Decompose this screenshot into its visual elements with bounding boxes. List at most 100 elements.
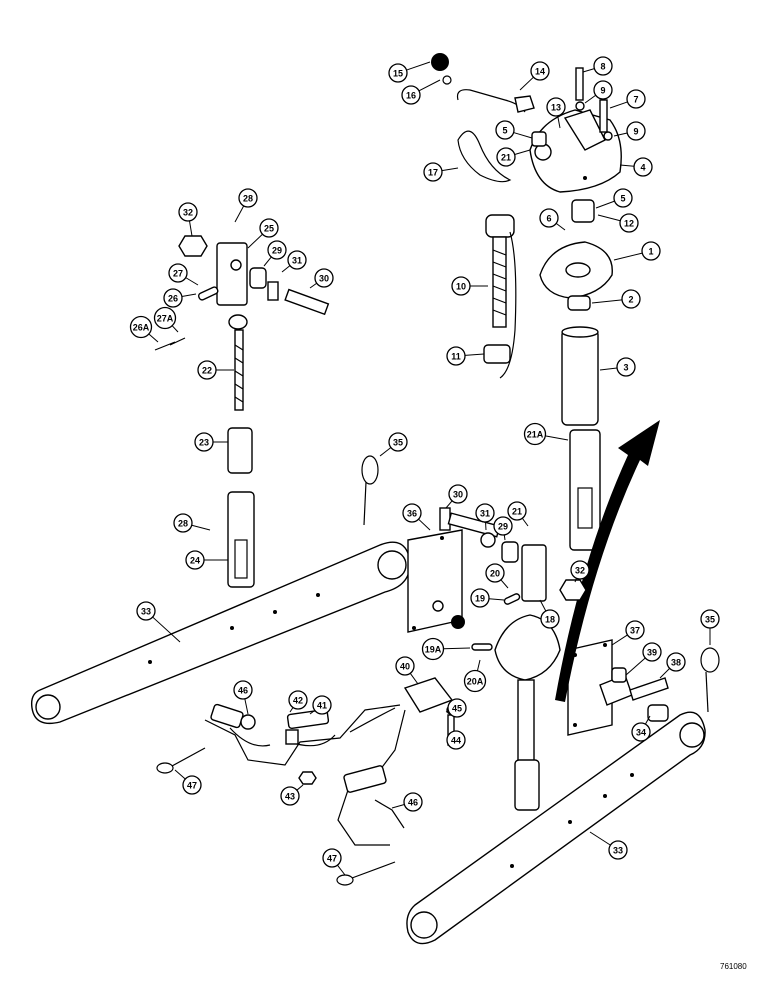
- callout-label: 21: [512, 507, 522, 517]
- callout-leader: [185, 277, 199, 286]
- callout-leader: [418, 79, 441, 92]
- callout-circle: [608, 840, 628, 860]
- bolt-30-center: [439, 507, 519, 563]
- callout-leader: [191, 524, 211, 531]
- callout-circle: [163, 288, 183, 308]
- callout-label: 11: [451, 352, 461, 362]
- callout-circle: [626, 89, 646, 109]
- callout-circle: [641, 241, 661, 261]
- callout-leader: [609, 101, 628, 109]
- callout-label: 19: [475, 594, 485, 604]
- callout-19: 19: [470, 588, 505, 608]
- callout-leader: [595, 200, 615, 209]
- pin-19-20: [503, 593, 521, 605]
- callout-label: 41: [317, 701, 327, 711]
- callout-circle: [666, 652, 686, 672]
- callout-label: 40: [400, 662, 410, 672]
- callout-leader: [503, 534, 506, 541]
- callout-leader: [613, 132, 628, 137]
- bolts-7-8: [575, 67, 613, 141]
- adjusting-screw-10: [485, 214, 515, 328]
- handle-14: [431, 53, 535, 113]
- callout-label: 7: [633, 95, 638, 105]
- callout-circle: [485, 563, 505, 583]
- callout-16: 16: [401, 79, 441, 105]
- callout-label: 35: [393, 438, 403, 448]
- callout-label: 28: [178, 519, 188, 529]
- housing-1: [539, 241, 613, 299]
- callout-leader: [574, 578, 577, 583]
- callout-leader: [244, 698, 249, 715]
- callout-circle: [388, 432, 408, 452]
- direction-arrow: [555, 420, 660, 702]
- callout-leader: [582, 68, 595, 73]
- callout-label: 9: [633, 127, 638, 137]
- callout-32a: 32: [178, 202, 198, 237]
- callout-label: 44: [451, 736, 461, 746]
- check-chain-upper: [204, 703, 401, 785]
- callout-17: 17: [423, 162, 459, 182]
- callout-8: 8: [582, 56, 613, 76]
- pin-47-lower: [336, 861, 396, 886]
- callout-leader: [514, 149, 531, 155]
- callout-circle: [463, 669, 487, 693]
- callout-circle: [470, 588, 490, 608]
- callout-circle: [401, 85, 421, 105]
- callout-label: 18: [545, 615, 555, 625]
- callout-circle: [633, 157, 653, 177]
- callout-leader: [613, 252, 643, 261]
- callout-21A: 21A: [523, 422, 569, 446]
- callout-circle: [322, 848, 342, 868]
- callout-leader: [174, 769, 186, 780]
- callout-33a: 33: [136, 601, 181, 643]
- callout-label: 17: [428, 168, 438, 178]
- callout-circle: [539, 208, 559, 228]
- callout-28b: 28: [173, 513, 211, 533]
- callout-label: 4: [640, 163, 645, 173]
- callout-label: 35: [705, 615, 715, 625]
- callout-label: 6: [546, 214, 551, 224]
- callout-circle: [238, 188, 258, 208]
- callout-circle: [593, 56, 613, 76]
- callout-circle: [287, 250, 307, 270]
- tube-23: [227, 427, 253, 474]
- callout-label: 29: [498, 522, 508, 532]
- callout-7: 7: [609, 89, 646, 109]
- callout-leader: [409, 673, 419, 685]
- callout-25: 25: [247, 218, 279, 249]
- callout-circle: [129, 315, 153, 339]
- callout-label: 16: [406, 91, 416, 101]
- callout-leader: [521, 517, 529, 527]
- bolt-30-left: [249, 267, 330, 316]
- callout-leader: [445, 500, 453, 509]
- callout-label: 39: [647, 648, 657, 658]
- callout-circle: [312, 695, 332, 715]
- callout-circle: [185, 550, 205, 570]
- callout-leader: [379, 447, 392, 457]
- callout-leader: [659, 668, 670, 679]
- callout-label: 46: [238, 686, 248, 696]
- callout-circle: [448, 484, 468, 504]
- callout-circle: [625, 620, 645, 640]
- callout-31a: 31: [281, 250, 307, 273]
- callout-46b: 46: [391, 792, 423, 812]
- callout-circle: [570, 560, 590, 580]
- callout-circle: [259, 218, 279, 238]
- callout-2: 2: [591, 289, 641, 309]
- callout-43: 43: [280, 784, 304, 806]
- callout-circle: [475, 503, 495, 523]
- callout-leader: [476, 659, 481, 671]
- callout-label: 15: [393, 69, 403, 79]
- callout-leader: [519, 76, 534, 91]
- callout-leader: [188, 220, 193, 237]
- callout-circle: [446, 730, 466, 750]
- callout-22: 22: [197, 360, 234, 380]
- callout-leader: [557, 115, 561, 129]
- callout-label: 20: [490, 569, 500, 579]
- callout-31b: 31: [475, 503, 495, 531]
- callout-leader: [513, 132, 533, 139]
- callout-leader: [625, 657, 646, 676]
- callout-34: 34: [631, 715, 651, 742]
- callout-26A: 26A: [129, 315, 159, 343]
